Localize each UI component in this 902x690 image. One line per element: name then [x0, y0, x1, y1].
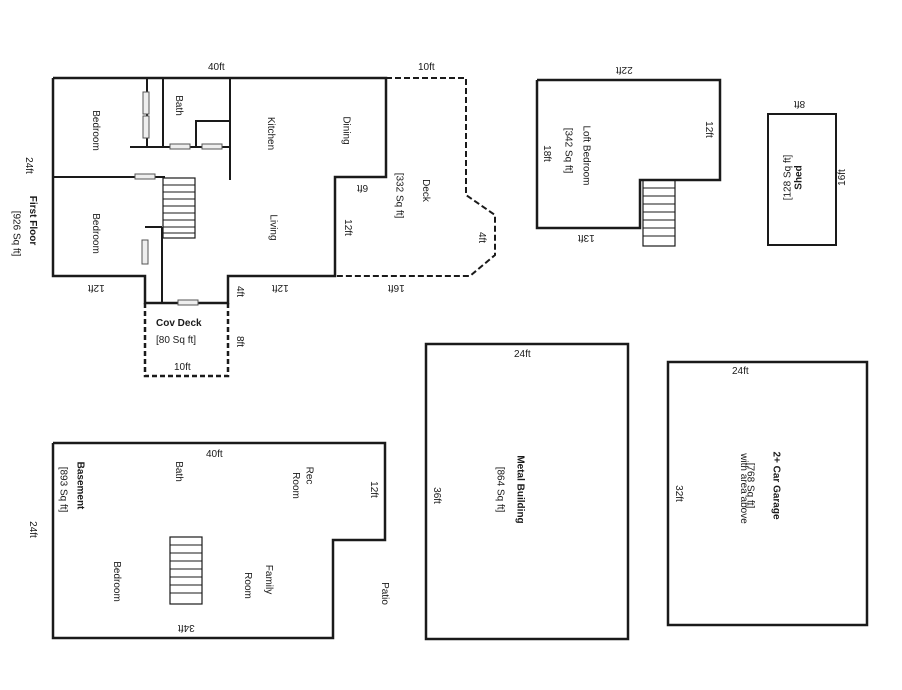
basement-room-rec-1: Rec	[303, 466, 315, 485]
first-floor-dim-top: 40ft	[208, 62, 225, 73]
loft-dim-bottom: 13ft	[578, 232, 595, 243]
basement-patio: Patio	[378, 582, 390, 605]
room-kitchen: Kitchen	[265, 116, 277, 151]
basement-dim-top: 40ft	[206, 449, 223, 460]
basement-dim-left: 24ft	[26, 521, 38, 538]
first-floor-area: [926 Sq ft]	[10, 210, 22, 257]
cov-deck-area: [80 Sq ft]	[156, 335, 197, 346]
room-living: Living	[267, 214, 279, 241]
loft-dim-right: 12ft	[702, 121, 714, 138]
metal-building-area: [864 Sq ft]	[494, 466, 506, 513]
garage-title: 2+ Car Garage	[770, 451, 782, 520]
basement-room-rec-2: Room	[289, 472, 301, 499]
basement-area: [893 Sq ft]	[57, 466, 69, 513]
shed-dim-right: 16ft	[836, 169, 848, 186]
stair-treads-first-floor	[163, 184, 195, 234]
first-floor-walls	[51, 76, 388, 305]
cov-deck-outline	[143, 303, 230, 378]
loft-area: [342 Sq ft]	[562, 127, 574, 174]
garage-walls	[666, 360, 869, 627]
shed-walls	[767, 113, 837, 246]
basement-title: Basement	[74, 461, 86, 510]
loft-walls	[535, 78, 722, 230]
room-bedroom-2: Bedroom	[89, 213, 101, 254]
garage-dim-left: 32ft	[672, 485, 684, 502]
first-floor-dim-bottom-mid: 12ft	[272, 282, 289, 293]
loft-dim-left: 18ft	[540, 145, 552, 162]
deck-area: [332 Sq ft]	[393, 172, 405, 219]
first-floor-dim-bottom-left: 12ft	[88, 282, 105, 293]
dining-notch-dim: 6ft	[357, 182, 369, 193]
basement-room-bath: Bath	[172, 461, 184, 482]
basement-room-family-1: Family	[263, 564, 275, 595]
basement-walls	[51, 441, 387, 640]
first-floor-dim-notch: 4ft	[234, 285, 246, 298]
basement-room-family-2: Room	[241, 572, 253, 599]
metal-building-walls	[424, 342, 630, 641]
shed-area: [128 Sq ft]	[782, 154, 794, 201]
cov-deck-dim-bottom: 10ft	[174, 362, 191, 373]
metal-building-dim-top: 24ft	[514, 349, 531, 360]
room-bedroom-1: Bedroom	[89, 110, 101, 151]
cov-deck-dim-side: 8ft	[234, 335, 246, 348]
shed-title: Shed	[793, 165, 805, 190]
garage-note: with area above	[737, 453, 749, 524]
garage-dim-top: 24ft	[732, 366, 749, 377]
basement-room-bedroom: Bedroom	[110, 561, 122, 602]
metal-building-dim-left: 36ft	[430, 487, 442, 504]
shed-dim-top: 8ft	[794, 98, 806, 109]
deck-dim-top: 10ft	[418, 62, 435, 73]
dining-side-dim: 12ft	[341, 219, 353, 236]
loft-stairs	[642, 179, 676, 247]
basement-stairs	[169, 536, 203, 605]
room-bath: Bath	[172, 95, 184, 116]
metal-building-title: Metal Building	[514, 455, 526, 524]
deck-title: Deck	[419, 179, 431, 202]
loft-dim-top: 22ft	[616, 64, 633, 75]
first-floor-title: First Floor	[27, 195, 39, 246]
loft-title: Loft Bedroom	[580, 125, 592, 186]
basement-dim-bottom: 34ft	[178, 622, 195, 633]
basement-dim-right: 12ft	[367, 481, 379, 498]
room-dining: Dining	[340, 116, 352, 145]
first-floor-dim-left: 24ft	[22, 157, 34, 174]
deck-dim-angle: 4ft	[476, 231, 488, 244]
door-markers	[134, 91, 223, 306]
deck-dim-bottom: 16ft	[388, 282, 405, 293]
cov-deck-title: Cov Deck	[156, 318, 202, 329]
